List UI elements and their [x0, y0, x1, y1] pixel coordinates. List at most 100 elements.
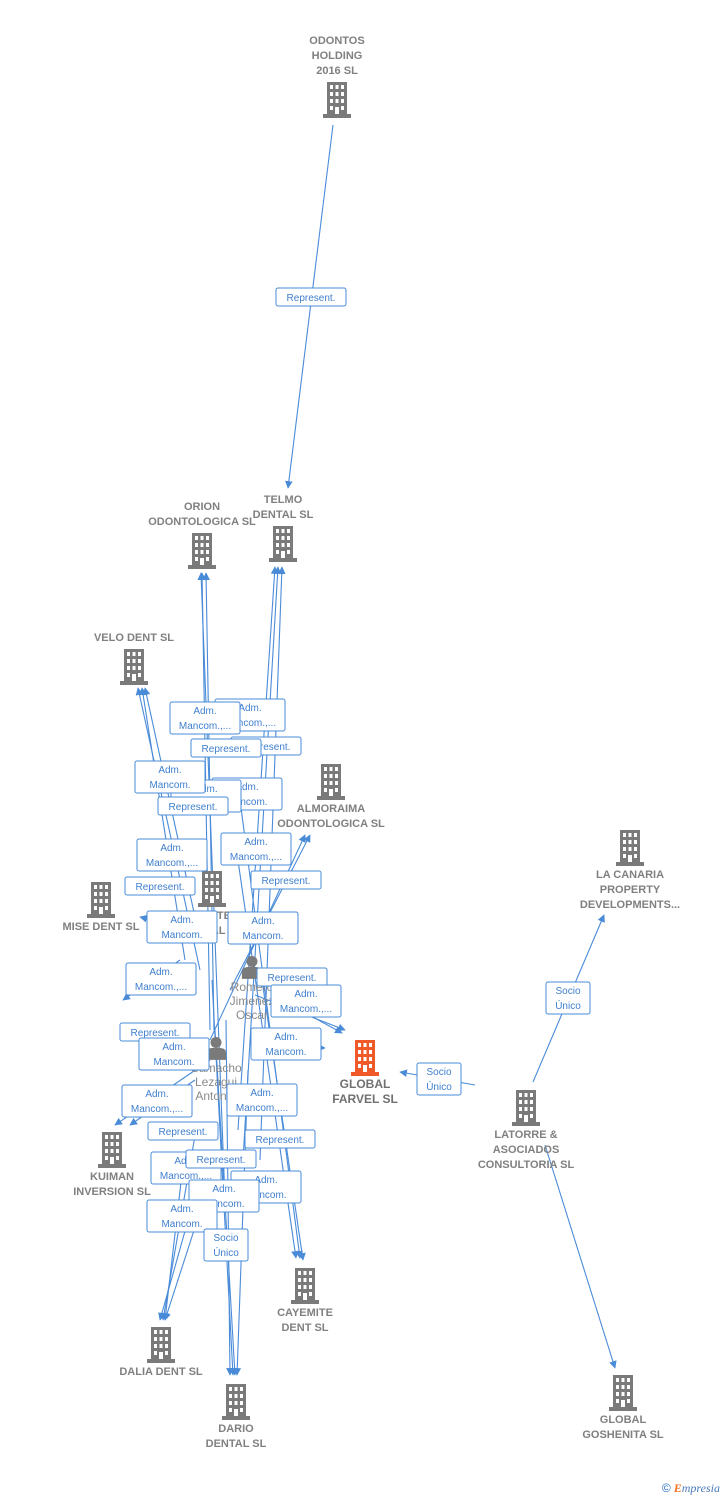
edge-label-box — [157, 796, 229, 816]
building-icon — [98, 1132, 126, 1168]
building-icon — [616, 830, 644, 866]
node-label: ODONTOLOGICA SL — [148, 516, 256, 528]
building-icon — [120, 649, 148, 685]
edge-label-text: Mancom.,... — [280, 1004, 332, 1015]
edge-label-text: Mancom.,... — [146, 858, 198, 869]
node-label: Oscar — [236, 1008, 268, 1022]
edge-label-text: Mancom. — [149, 780, 190, 791]
node-label: ASOCIADOS — [493, 1144, 560, 1156]
node-label: CAYEMITE — [277, 1307, 333, 1319]
edge-label-box — [203, 1228, 249, 1262]
edge-label-text: Adm. — [149, 967, 172, 978]
brand-watermark[interactable]: © Empresia — [661, 1481, 720, 1495]
edge-label[interactable]: Adm.Mancom. — [134, 760, 206, 794]
edge-label[interactable]: Represent. — [157, 796, 229, 816]
edge-label-text: Mancom. — [203, 1199, 244, 1210]
building-icon — [269, 526, 297, 562]
edge-label[interactable]: Represent. — [275, 287, 347, 307]
edge-label-text: Mancom. — [161, 930, 202, 941]
edge-label[interactable]: Adm.Mancom. — [250, 1027, 322, 1061]
edge-label[interactable]: Adm.Mancom.,... — [226, 1083, 298, 1117]
node-label: GLOBAL — [340, 1077, 391, 1091]
edge-label-text: Único — [426, 1080, 452, 1093]
edge-label-text: Represent. — [242, 742, 291, 753]
node-label: ALMORAIMA — [297, 803, 365, 815]
node-label: TELMO — [264, 494, 303, 506]
edge-label-text: Socio — [426, 1067, 451, 1078]
edge-label[interactable]: Adm.Mancom.,... — [270, 984, 342, 1018]
node-label: Lezagui — [195, 1075, 237, 1089]
edge-labels: Represent. Adm. Mancom.,... Adm. Mancom.,...… — [119, 287, 591, 1262]
edge-label-text: Represent. — [197, 1155, 246, 1166]
building-icon — [222, 1384, 250, 1420]
building-icon — [351, 1040, 379, 1076]
edge-label[interactable]: Adm.Mancom. — [146, 1199, 218, 1233]
node-label: PROPERTY — [600, 884, 661, 896]
edge-label-box — [250, 1027, 322, 1061]
node-label: HOLDING — [312, 50, 363, 62]
edge-label[interactable]: Adm.Mancom.,... — [169, 701, 241, 735]
edge-label-text: Mancom.,... — [135, 982, 187, 993]
node-label: ORION — [184, 501, 220, 513]
edge-line — [261, 979, 306, 1261]
building-icon — [87, 882, 115, 918]
edge-label[interactable]: Adm.Mancom.,... — [220, 832, 292, 866]
edge-label[interactable]: Represent. — [244, 1129, 316, 1149]
node-orion[interactable]: ORION ODONTOLOGICA SL — [148, 501, 256, 569]
edge-label-text: Socio — [213, 1233, 238, 1244]
edge-label-box — [169, 701, 241, 735]
edge-label[interactable]: Adm. Mancom.,... — [125, 962, 197, 996]
node-la-canaria[interactable]: LA CANARIAPROPERTYDEVELOPMENTS... — [580, 830, 680, 911]
edge-label-text: Represent. — [202, 744, 251, 755]
node-global-goshenita[interactable]: GLOBAL GOSHENITA SL — [582, 1375, 664, 1441]
node-label: GLOBAL — [600, 1414, 647, 1426]
edge-label[interactable]: Adm.Mancom. — [227, 911, 299, 945]
edge-label[interactable]: Adm.Mancom. — [146, 910, 218, 944]
edge-label-text: Mancom.,... — [179, 721, 231, 732]
edge-label-text: Adm. — [162, 1042, 185, 1053]
edge-label-box — [146, 1199, 218, 1233]
node-label: GOSHENITA SL — [582, 1429, 664, 1441]
node-label: ODONTOS — [309, 35, 364, 47]
edge-label[interactable]: Represent. — [190, 738, 262, 758]
edge-label-text: Mancom. — [245, 1190, 286, 1201]
edge-label-text: Adm. — [254, 1175, 277, 1186]
node-dalia[interactable]: DALIA DENT SL — [119, 1327, 203, 1378]
edge-label[interactable]: Represent. — [256, 967, 328, 987]
edge-label[interactable]: Represent. — [124, 876, 196, 896]
edge-label[interactable]: Represent. — [185, 1149, 257, 1169]
edge-label[interactable]: Adm.Mancom.,... — [121, 1084, 193, 1118]
edge-label-text: Represent. — [262, 876, 311, 887]
node-label: Anton... — [195, 1089, 236, 1103]
node-mise[interactable]: MISE DENT SL — [62, 882, 140, 933]
node-label: VELO DENT SL — [94, 632, 174, 644]
edge-label-box — [227, 911, 299, 945]
node-label: LATORRE & — [494, 1129, 557, 1141]
building-icon — [291, 1268, 319, 1304]
edge-label-box — [134, 760, 206, 794]
edge-label[interactable]: Represent. — [147, 1121, 219, 1141]
building-icon — [323, 82, 351, 118]
node-camacho[interactable]: CamachoLezaguiAnton... — [190, 1037, 242, 1103]
edge-label[interactable]: Adm. Mancom.,... — [136, 838, 208, 872]
edge-line — [233, 1069, 249, 1376]
edge-label[interactable]: Represent. — [250, 870, 322, 890]
edge-label-text: Adm. — [160, 843, 183, 854]
building-icon — [609, 1375, 637, 1411]
edge-label-box — [147, 1121, 219, 1141]
edge-label-text: Adm. — [250, 1088, 273, 1099]
node-velo[interactable]: VELO DENT SL — [94, 632, 174, 685]
edge-label[interactable]: Adm.Mancom. — [138, 1037, 210, 1071]
